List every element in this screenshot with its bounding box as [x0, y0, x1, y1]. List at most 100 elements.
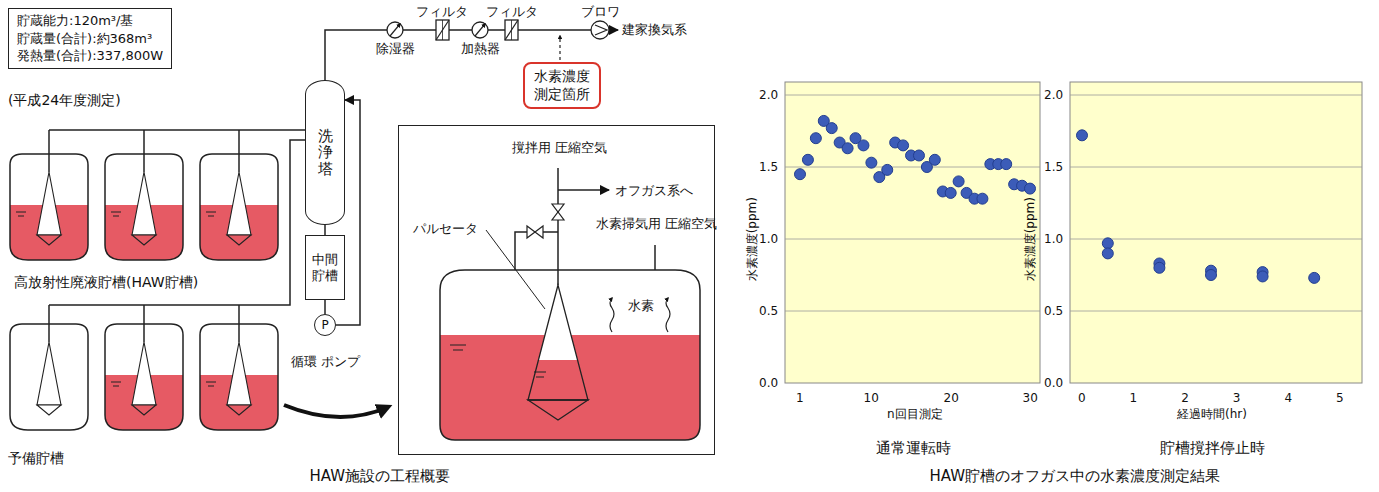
liquid-mark	[111, 212, 121, 213]
tick-label: 1	[796, 391, 804, 405]
data-point	[898, 140, 909, 151]
label-note: (平成24年度測定)	[8, 92, 121, 109]
pulsator-tip	[227, 405, 251, 415]
data-point	[826, 123, 837, 134]
liquid-mark	[113, 386, 119, 387]
tank-pipe	[143, 130, 145, 172]
node-text: パルセータ	[413, 221, 478, 237]
caption: HAW貯槽のオフガス中の水素濃度測定結果	[930, 467, 1221, 485]
data-point	[1077, 130, 1088, 141]
data-point	[802, 154, 813, 165]
data-point	[1257, 271, 1268, 282]
data-point	[795, 169, 806, 180]
part-label: 予備貯槽	[8, 450, 64, 467]
liquid-mark	[206, 212, 216, 213]
storage-tank	[200, 305, 278, 430]
drawing-part	[475, 24, 485, 36]
tick-label: 2.0	[759, 88, 778, 102]
tick-label: 30	[1023, 391, 1038, 405]
tank-outline	[200, 324, 278, 430]
storage-tank	[200, 130, 278, 260]
tick-label: 10	[864, 391, 879, 405]
data-point	[953, 176, 964, 187]
tank-outline	[105, 324, 183, 430]
drawing-part	[528, 285, 588, 400]
liquid-mark	[206, 382, 216, 383]
data-point	[1025, 183, 1036, 194]
drawing-part	[284, 405, 388, 417]
pulsator-tip	[37, 235, 61, 245]
part-label: 除湿器	[376, 41, 415, 57]
part-label: フィルタ	[416, 4, 468, 20]
storage-tank	[105, 305, 183, 430]
drawing-part	[436, 20, 449, 40]
drawing-part	[785, 82, 1040, 383]
liquid-mark	[111, 382, 121, 383]
node-text: 水素掃気用 圧縮空気	[596, 216, 717, 232]
chart-subtitle: 通常運転時	[876, 439, 951, 457]
chart-subtitle: 貯槽撹拌停止時	[1160, 439, 1265, 457]
drawing-part	[505, 20, 518, 40]
node-text: 貯蔵量(合計):約368m³	[17, 30, 163, 48]
drawing-part	[472, 22, 488, 38]
part-label: 加熱器	[461, 41, 500, 57]
data-point	[882, 164, 893, 175]
data-point	[1102, 238, 1113, 249]
drawing-part	[387, 22, 403, 38]
tick-label: 2	[1181, 391, 1189, 405]
drawing-part	[552, 212, 564, 220]
liquid-mark	[208, 386, 214, 387]
drawing-part	[511, 20, 512, 40]
liquid-mark	[18, 216, 24, 217]
drawing-part	[1070, 239, 1362, 240]
drawing-part	[591, 21, 609, 39]
caption: HAW施設の工程概要	[310, 467, 451, 485]
tick-label: 1.0	[759, 232, 778, 246]
drawing-part	[515, 232, 558, 270]
pulsator	[132, 342, 156, 405]
drawing-part	[1070, 82, 1362, 383]
tick-label: 3	[1233, 391, 1241, 405]
pulsator-tip	[132, 405, 156, 415]
tank-outline	[10, 154, 88, 260]
data-point	[1206, 270, 1217, 281]
pulsator	[227, 342, 251, 405]
tick-label: 0.5	[1044, 304, 1063, 318]
drawing-part	[528, 400, 588, 420]
data-point	[842, 143, 853, 154]
data-point	[913, 150, 924, 161]
info-box: 貯蔵能力:120m³/基貯蔵量(合計):約368m³発熱量(合計):337,80…	[8, 8, 172, 69]
node-text: 発熱量(合計):337,800W	[17, 47, 163, 65]
drawing-part	[785, 311, 1040, 312]
liquid-mark	[113, 216, 119, 217]
data-point	[858, 140, 869, 151]
part-label: フィルタ	[486, 4, 538, 20]
node-text: 貯蔵能力:120m³/基	[17, 12, 163, 30]
axis-label: 経過時間(hr)	[1177, 407, 1247, 421]
drawing-part	[390, 24, 400, 36]
tick-label: 5	[1336, 391, 1344, 405]
tick-label: 0.0	[759, 376, 778, 390]
drawing-part	[1070, 167, 1362, 168]
drawing-part	[558, 189, 609, 191]
circulation-pump: P	[314, 314, 336, 336]
storage-tank	[10, 130, 88, 260]
drawing-part	[440, 270, 700, 440]
intermediate-tank: 中間 貯槽	[305, 235, 345, 300]
drawing-part	[440, 270, 700, 440]
node-text: 水素濃度 測定箇所	[534, 68, 590, 103]
tick-label: 0	[1078, 391, 1086, 405]
node-text: P	[321, 319, 328, 331]
data-point	[945, 187, 956, 198]
drawing-part	[535, 226, 543, 238]
tick-label: 0.5	[759, 304, 778, 318]
drawing-part	[552, 204, 564, 212]
pulsator	[37, 172, 61, 235]
axis-label: n回目測定	[887, 407, 943, 421]
washing-tower: 洗浄塔	[305, 80, 345, 225]
drawing-part	[609, 29, 618, 31]
tick-label: 1	[1130, 391, 1138, 405]
tank-outline	[200, 154, 278, 260]
